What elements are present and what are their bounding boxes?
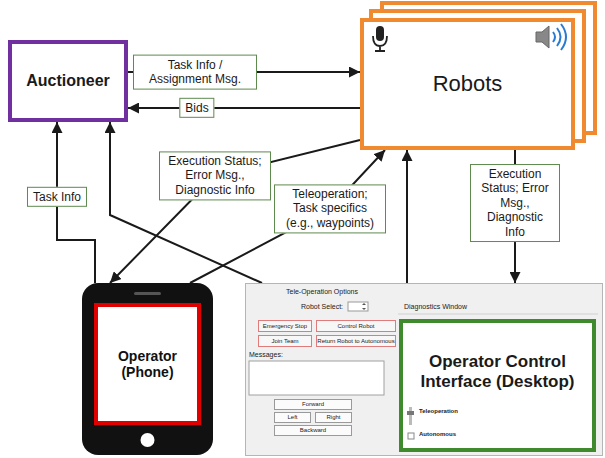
auctioneer-box: Auctioneer — [8, 40, 128, 122]
connector-arrow — [128, 107, 360, 109]
ui-button: Forward — [274, 399, 352, 410]
phone-speaker-slot — [134, 292, 161, 295]
mode-label: Teleoperation — [419, 408, 458, 414]
edge-label: Execution Status; Error Msg., Diagnostic… — [159, 151, 271, 200]
connector-arrow — [406, 150, 408, 283]
edge-label: Execution Status; Error Msg., Diagnostic… — [470, 164, 560, 242]
ui-label: Robot Select: — [301, 303, 343, 310]
node-text: Control Robot — [337, 323, 374, 330]
diagnostics-divider — [398, 314, 598, 315]
ui-label: Messages: — [249, 351, 283, 358]
node-text: Emergency Stop — [263, 323, 307, 330]
ui-button: Control Robot — [316, 320, 396, 332]
sound-waves — [553, 24, 566, 50]
ui-button: Emergency Stop — [258, 320, 312, 332]
desktop-screenshot: Tele-Operation OptionsRobot Select: Messa… — [245, 283, 603, 456]
ui-button: Right — [315, 412, 352, 423]
mode-checkbox — [408, 433, 414, 439]
node-text: Operator (Phone) — [98, 348, 197, 380]
node-text: Backward — [300, 427, 326, 434]
node-text: Operator Control Interface (Desktop) — [403, 352, 592, 391]
node-text: Return Robot to Autonomous — [317, 338, 394, 345]
phone-home-button — [141, 433, 155, 447]
edge-label: Bids — [179, 98, 214, 118]
ui-button: Join Team — [258, 335, 312, 347]
microphone-stand — [373, 36, 387, 51]
phone-device: Operator (Phone) — [82, 283, 213, 455]
node-text: Robots — [433, 71, 503, 96]
interface-box: Operator Control Interface (Desktop) Tele… — [399, 319, 596, 452]
spinner-box — [348, 302, 368, 311]
ui-button: Left — [274, 412, 311, 423]
edge-label: Task Info / Assignment Msg. — [133, 55, 257, 90]
ui-label: Tele-Operation Options — [286, 288, 358, 295]
window-title: Diagnostics Window — [404, 303, 467, 310]
microphone-icon — [376, 26, 384, 41]
messages-box — [249, 361, 384, 395]
speaker-icon — [536, 26, 549, 48]
spinner-arrows — [362, 303, 366, 310]
node-text: Left — [287, 414, 297, 421]
node-text: Right — [326, 414, 340, 421]
node-text: Join Team — [271, 338, 298, 345]
node-text: Auctioneer — [26, 72, 110, 90]
edge-label: Teleoperation; Task specifics (e.g., way… — [274, 184, 386, 233]
phone-screen: Operator (Phone) — [94, 303, 201, 425]
robots-box: Robots — [360, 18, 575, 150]
ui-button: Backward — [274, 425, 352, 436]
edge-label: Task Info — [27, 187, 87, 207]
ui-button: Return Robot to Autonomous — [316, 335, 396, 347]
mode-slider — [409, 407, 412, 425]
mode-slider-thumb — [407, 411, 414, 415]
mode-label: Autonomous — [419, 431, 456, 437]
node-text: Forward — [302, 401, 324, 408]
